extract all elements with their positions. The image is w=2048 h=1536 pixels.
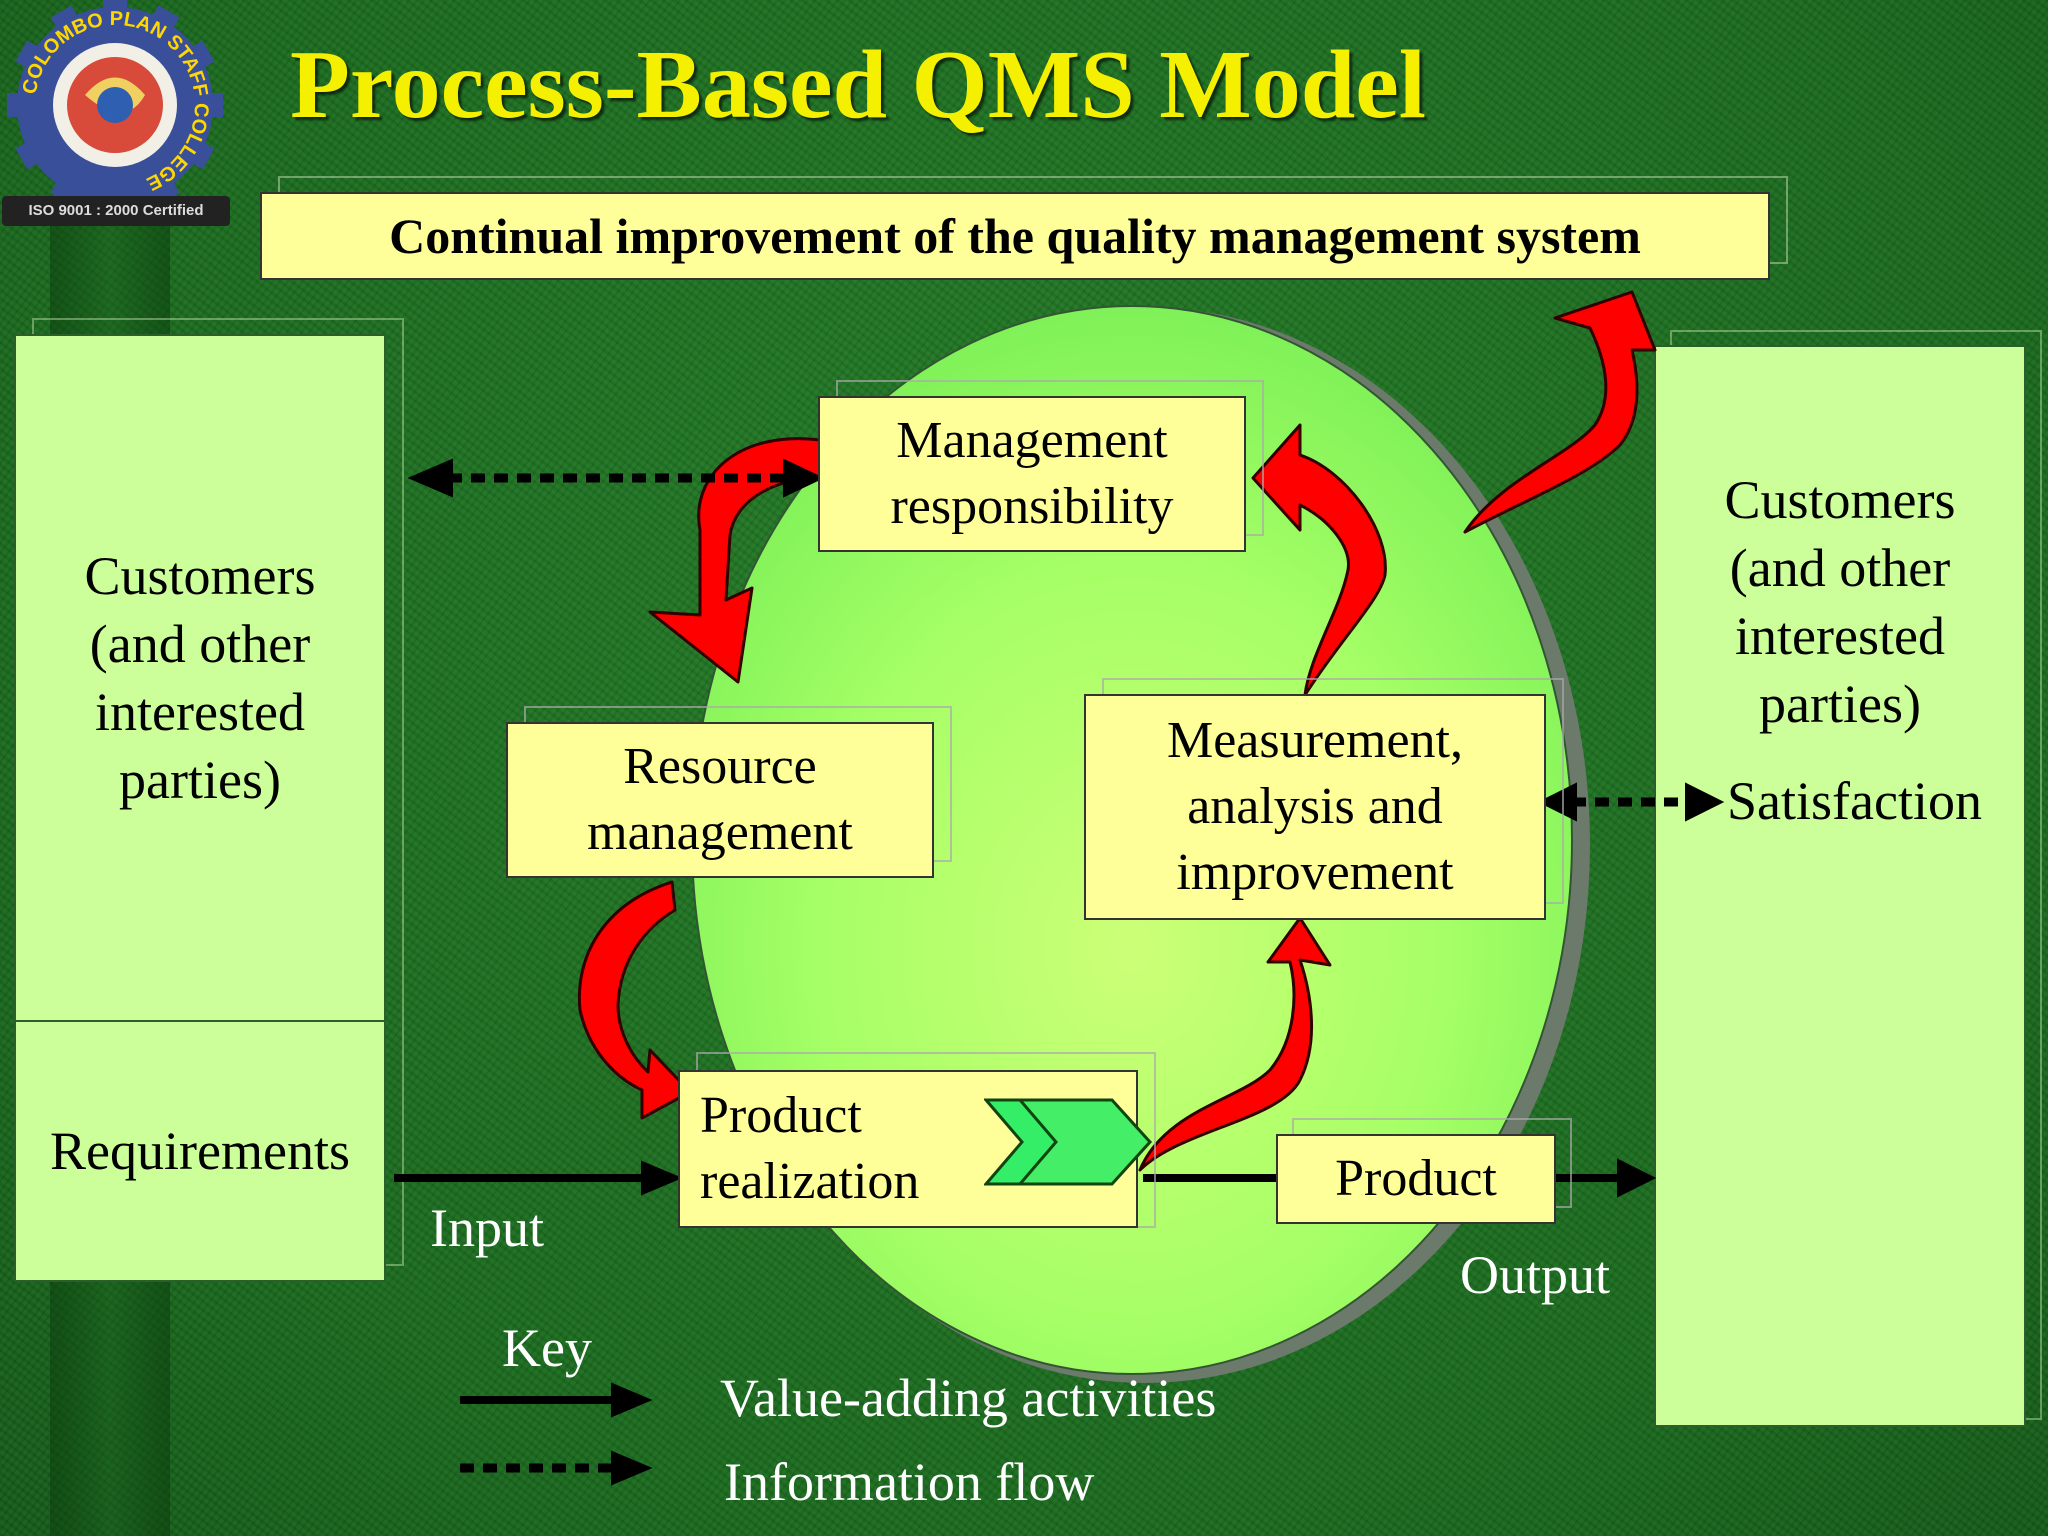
- management-responsibility-label: Management responsibility: [890, 412, 1174, 535]
- right-customers-panel: [1654, 345, 2026, 1427]
- continual-improvement-arrow: [1463, 290, 1657, 534]
- info-flow-arrowhead-right: [783, 458, 825, 498]
- key-value-adding-label: Value-adding activities: [720, 1368, 1217, 1428]
- info-flow-arrowhead-satisfaction: [1685, 782, 1725, 822]
- measurement-analysis-improvement-box: Measurement, analysis and improvement: [1084, 694, 1546, 920]
- key-dotted-arrowhead: [611, 1450, 653, 1486]
- cycle-arrow-realization-to-measurement: [1138, 916, 1332, 1172]
- resource-management-label: Resource management: [587, 738, 853, 861]
- product-box: Product: [1276, 1134, 1556, 1224]
- satisfaction-label: Satisfaction: [1727, 771, 1982, 831]
- product-realization-box: Product realization: [678, 1070, 1138, 1228]
- input-arrowhead: [641, 1160, 683, 1196]
- right-customers-label: Customers (and other interested parties): [1724, 470, 1956, 734]
- key-solid-arrowhead: [611, 1382, 653, 1418]
- requirements-panel: Requirements: [14, 1020, 386, 1282]
- requirements-label: Requirements: [50, 1121, 350, 1181]
- key-heading: Key: [502, 1318, 592, 1378]
- key-information-flow-label: Information flow: [724, 1452, 1095, 1512]
- left-customers-label: Customers (and other interested parties): [84, 546, 316, 810]
- cycle-arrow-management-to-resource: [648, 437, 822, 684]
- info-flow-arrowhead-left: [407, 458, 453, 498]
- cycle-arrow-resource-to-realization: [577, 880, 692, 1120]
- iso-certified-badge: ISO 9001 : 2000 Certified: [2, 196, 230, 226]
- product-realization-label: Product realization: [700, 1087, 920, 1210]
- product-label: Product: [1335, 1150, 1497, 1207]
- continual-improvement-banner: Continual improvement of the quality man…: [260, 192, 1770, 280]
- cycle-arrow-measurement-to-management: [1251, 423, 1387, 697]
- output-arrowhead: [1617, 1158, 1657, 1198]
- output-label: Output: [1460, 1245, 1611, 1305]
- page-title: Process-Based QMS Model: [290, 31, 1426, 139]
- value-chevron-icon: [984, 1098, 1153, 1186]
- info-flow-arrowhead-measurement: [1537, 782, 1577, 822]
- measurement-analysis-improvement-label: Measurement, analysis and improvement: [1166, 712, 1463, 901]
- input-label: Input: [430, 1198, 544, 1258]
- resource-management-box: Resource management: [506, 722, 934, 878]
- management-responsibility-box: Management responsibility: [818, 396, 1246, 552]
